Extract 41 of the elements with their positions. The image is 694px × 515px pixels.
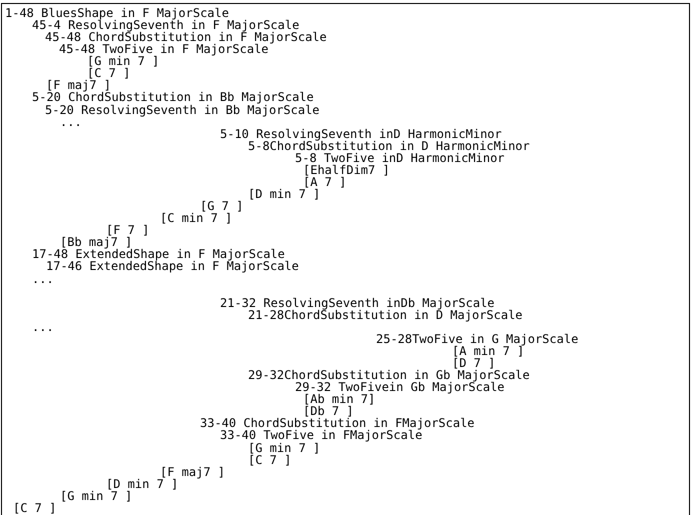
- text-line: [Ab min 7]: [303, 393, 376, 406]
- text-line: 25-28TwoFive in G MajorScale: [376, 332, 578, 345]
- text-line: [A min 7 ]: [452, 344, 524, 357]
- text-line: [D min 7 ]: [248, 188, 320, 200]
- text-line: 5-20 ResolvingSeventh in Bb MajorScale: [45, 104, 320, 116]
- text-line: 21-32 ResolvingSeventh inDb MajorScale: [220, 296, 495, 309]
- text-line: [C 7 ]: [248, 454, 292, 466]
- text-line: [C 7 ]: [87, 67, 130, 80]
- text-line: 5-8ChordSubstitution in D HarmonicMinor: [248, 140, 530, 152]
- text-line: 5-8 TwoFive inD HarmonicMinor: [295, 152, 505, 164]
- text-line: 33-40 ChordSubstitution in FMajorScale: [200, 417, 475, 430]
- text-line: [D min 7 ]: [106, 478, 178, 490]
- text-line: [Db 7 ]: [303, 405, 354, 418]
- text-line: 5-20 ChordSubstitution in Bb MajorScale: [32, 91, 314, 104]
- text-line: 29-32ChordSubstitution in Gb MajorScale: [248, 369, 530, 382]
- text-line: ...: [32, 272, 54, 285]
- text-line: 45-48 ChordSubstitution in F MajorScale: [45, 31, 327, 44]
- text-line: [D 7 ]: [452, 357, 496, 370]
- text-line: [C min 7 ]: [160, 212, 232, 224]
- text-line: [Bb maj7 ]: [60, 236, 132, 248]
- text-line: [G 7 ]: [200, 200, 244, 212]
- text-line: [F 7 ]: [106, 224, 150, 236]
- text-line: 5-10 ResolvingSeventh inD HarmonicMinor: [220, 128, 502, 140]
- text-line: 1-48 BluesShape in F MajorScale: [5, 7, 229, 19]
- text-line: [G min 7 ]: [248, 442, 320, 454]
- text-line: [G min 7 ]: [87, 55, 160, 68]
- text-line: 45-4 ResolvingSeventh in F MajorScale: [32, 19, 300, 32]
- text-line: [F maj7 ]: [46, 79, 112, 92]
- text-line: [G min 7 ]: [60, 490, 132, 502]
- text-line: [A 7 ]: [303, 176, 346, 188]
- text-line: [C 7 ]: [13, 502, 56, 514]
- text-line: ...: [60, 116, 82, 128]
- text-line: ...: [32, 320, 54, 333]
- text-line: 17-46 ExtendedShape in F MajorScale: [46, 260, 299, 272]
- text-line: 33-40 TwoFive in FMajorScale: [220, 429, 422, 442]
- text-line: 17-48 ExtendedShape in F MajorScale: [32, 248, 285, 260]
- text-line: 45-48 TwoFive in F MajorScale: [59, 43, 269, 56]
- text-line: 21-28ChordSubstitution in D MajorScale: [248, 308, 523, 321]
- text-line: [EhalfDim7 ]: [303, 164, 390, 176]
- text-line: [F maj7 ]: [160, 466, 226, 478]
- text-line: 29-32 TwoFivein Gb MajorScale: [295, 381, 505, 394]
